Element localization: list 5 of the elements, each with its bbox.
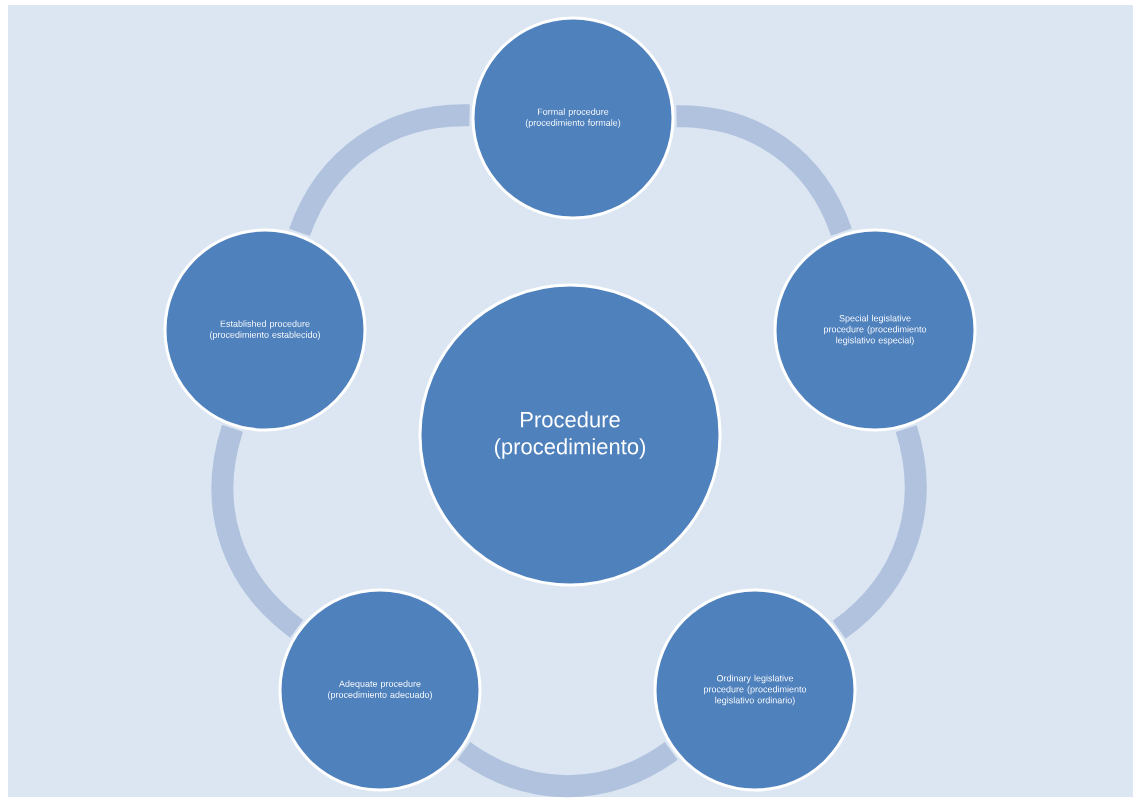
ring-segment bbox=[289, 104, 470, 237]
ring-segment bbox=[211, 425, 304, 638]
ring-segment bbox=[457, 741, 678, 798]
ring-segment bbox=[832, 425, 927, 639]
ring-segment bbox=[676, 105, 852, 237]
